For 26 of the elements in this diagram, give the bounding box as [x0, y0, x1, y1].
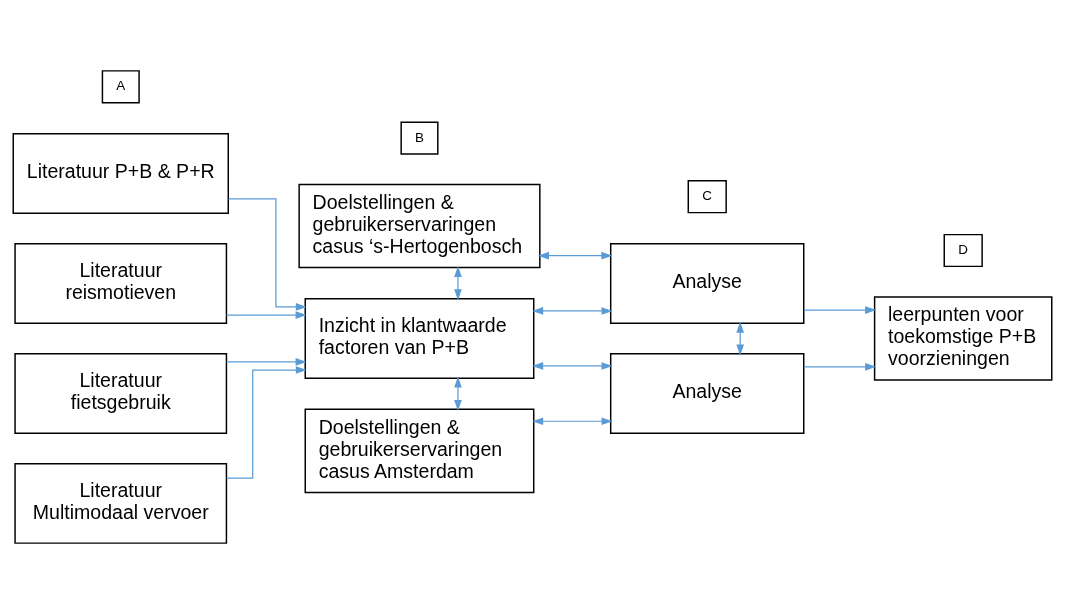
node-box: B: [400, 120, 439, 155]
node-box: Literatuur P+B & P+R: [12, 132, 229, 214]
node-box: Analyse: [609, 242, 805, 324]
arrow: [532, 306, 613, 315]
arrow: [803, 305, 877, 314]
arrow: [532, 361, 613, 370]
arrow: [538, 251, 613, 260]
arrow: [226, 365, 307, 479]
arrow: [227, 197, 307, 311]
node-box: leerpunten voor toekomstige P+B voorzieningen: [873, 295, 1053, 381]
arrow: [225, 357, 307, 366]
node-box: A: [101, 69, 140, 103]
node-box: Inzicht in klantwaarde factoren van P+B: [304, 297, 535, 379]
arrow: [225, 310, 307, 319]
node-box: Doelstellingen & gebruikerservaringen casus ‘s-Hertogenbosch: [298, 183, 541, 268]
arrow: [454, 265, 462, 300]
arrow: [803, 362, 877, 371]
node-box: D: [943, 233, 983, 267]
node-box: Literatuur Multimodaal vervoer: [14, 462, 228, 544]
node-box: Literatuur fietsgebruik: [14, 352, 228, 434]
node-box: Doelstellingen & gebruikerservaringen casus Amsterdam: [304, 408, 535, 493]
node-box: Literatuur reismotieven: [14, 242, 228, 324]
node-box: Analyse: [609, 352, 805, 434]
node-box: C: [687, 179, 727, 213]
arrow: [454, 376, 462, 411]
arrow: [532, 416, 613, 425]
